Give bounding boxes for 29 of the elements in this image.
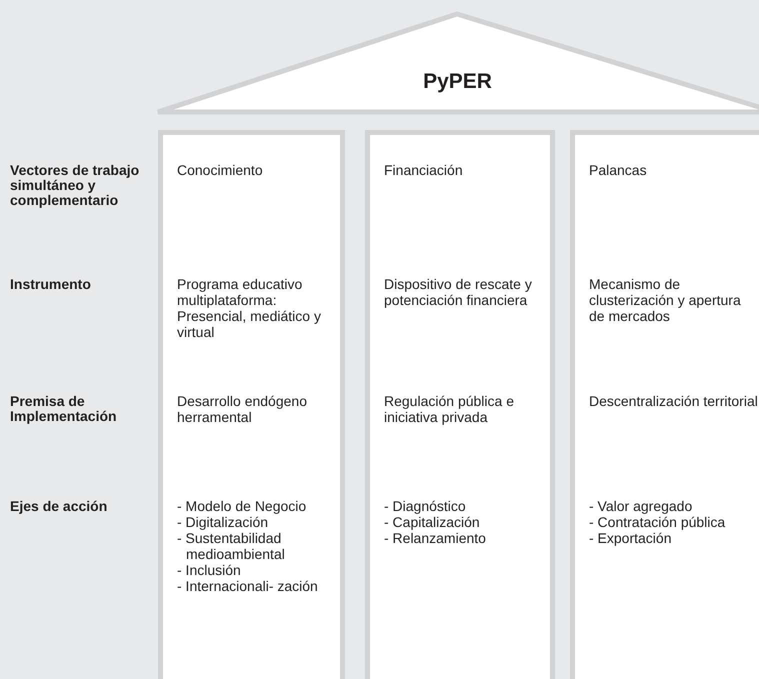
pillar-panel (570, 130, 759, 679)
pillar-panel (158, 130, 345, 679)
row-label: Ejes de acción (10, 499, 108, 514)
instrument-text: Programa educativo multiplataforma: Presencial, mediático y virtual (177, 276, 322, 340)
instrument-text: Dispositivo de rescate y potenciación financiera (384, 276, 533, 308)
row-label: Instrumento (10, 277, 92, 292)
vector-text: Palancas (589, 162, 648, 178)
action-item: - Diagnóstico (384, 498, 467, 514)
action-item: - Inclusión (177, 562, 242, 578)
row-label: Vectores de trabajo simultáneo y complementario (10, 163, 140, 208)
action-item: - Relanzamiento (384, 530, 487, 546)
pillar-panel (365, 130, 555, 679)
action-item: - Exportación (589, 530, 672, 546)
action-item: - Sustentabilidad medioambiental (177, 530, 286, 562)
premise-text: Desarrollo endógeno herramental (177, 393, 308, 425)
action-item: - Modelo de Negocio (177, 498, 308, 514)
vector-text: Conocimiento (177, 162, 264, 178)
action-item: - Valor agregado (589, 498, 694, 514)
action-item: - Internacionali- zación (177, 578, 319, 594)
action-item: - Digitalización (177, 514, 270, 530)
action-item: - Capitalización (384, 514, 481, 530)
premise-text: Descentralización territorial (589, 393, 759, 409)
premise-text: Regulación pública e iniciativa privada (384, 393, 515, 425)
vector-text: Financiación (384, 162, 464, 178)
roof-pediment (155, 10, 759, 116)
action-item: - Contratación pública (589, 514, 726, 530)
title-text: PyPER (422, 70, 493, 94)
instrument-text: Mecanismo de clusterización y apertura de mercados (589, 276, 742, 324)
row-label: Premisa de Implementación (10, 394, 118, 424)
